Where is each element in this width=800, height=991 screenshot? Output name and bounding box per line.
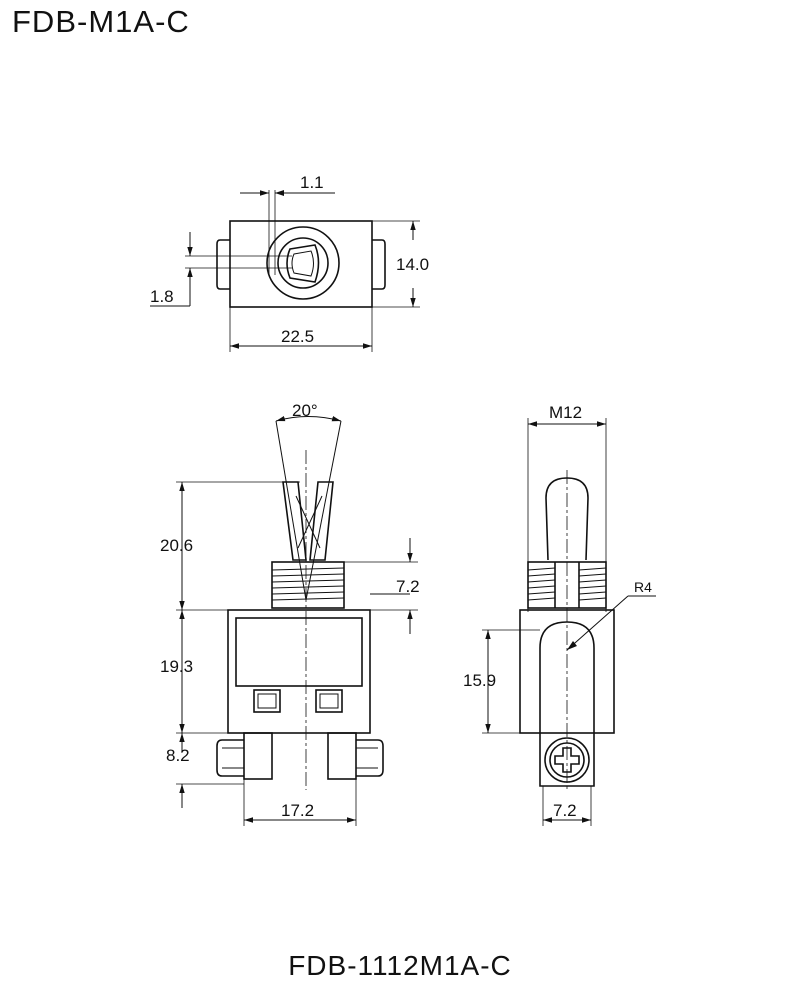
dim-thread: M12	[549, 403, 582, 422]
dim-side-height: 15.9	[463, 671, 496, 690]
dim-height: 14.0	[396, 255, 429, 274]
dim-bushing-height: 7.2	[396, 577, 420, 596]
part-number-title: FDB-1112M1A-C	[288, 950, 512, 981]
dim-slot: 1.8	[150, 287, 174, 306]
dim-offset: 1.1	[300, 173, 324, 192]
dim-terminal-spacing: 17.2	[281, 801, 314, 820]
model-title: FDB-M1A-C	[12, 4, 190, 39]
dim-terminal-width: 7.2	[553, 801, 577, 820]
front-view	[176, 415, 418, 826]
dim-terminal-height: 8.2	[166, 746, 190, 765]
dim-angle: 20°	[292, 401, 318, 420]
dim-lever-length: 20.6	[160, 536, 193, 555]
top-view	[150, 190, 420, 352]
dim-body-height: 19.3	[160, 657, 193, 676]
side-view	[482, 418, 656, 826]
dim-radius: R4	[634, 579, 652, 595]
dim-width: 22.5	[281, 327, 314, 346]
